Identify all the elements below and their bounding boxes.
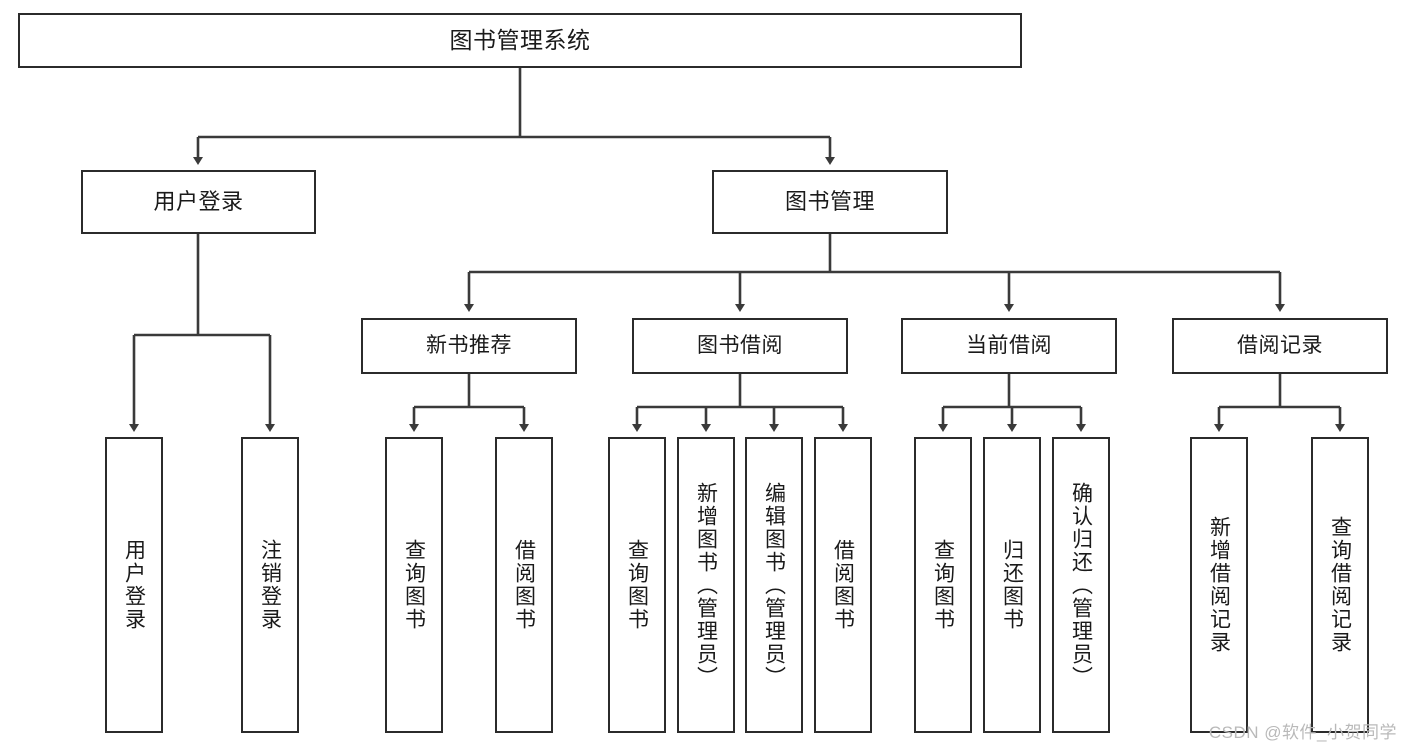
leaf-new-book-query-book[interactable]: 查询图书 — [385, 437, 443, 733]
node-label: 确认归还（管理员） — [1069, 481, 1093, 689]
node-label: 归还图书 — [1000, 539, 1024, 631]
node-label: 新增借阅记录 — [1207, 516, 1231, 654]
leaf-user-login-login[interactable]: 用户登录 — [105, 437, 163, 733]
leaf-book-borrow-edit-book-admin[interactable]: 编辑图书（管理员） — [745, 437, 803, 733]
node-label: 借阅记录 — [1237, 333, 1323, 357]
leaf-user-login-logout[interactable]: 注销登录 — [241, 437, 299, 733]
leaf-current-borrow-return-book[interactable]: 归还图书 — [983, 437, 1041, 733]
node-label: 图书借阅 — [697, 333, 783, 357]
leaf-borrow-record-add-record[interactable]: 新增借阅记录 — [1190, 437, 1248, 733]
node-label: 查询图书 — [931, 539, 955, 631]
node-book-management[interactable]: 图书管理 — [712, 170, 948, 234]
node-user-login[interactable]: 用户登录 — [81, 170, 316, 234]
node-label: 编辑图书（管理员） — [762, 481, 786, 689]
leaf-borrow-record-query-record[interactable]: 查询借阅记录 — [1311, 437, 1369, 733]
node-book-borrow[interactable]: 图书借阅 — [632, 318, 848, 374]
node-label: 注销登录 — [258, 539, 282, 631]
leaf-current-borrow-confirm-return-admin[interactable]: 确认归还（管理员） — [1052, 437, 1110, 733]
node-label: 用户登录 — [153, 189, 244, 215]
leaf-book-borrow-add-book-admin[interactable]: 新增图书（管理员） — [677, 437, 735, 733]
node-label: 查询借阅记录 — [1328, 516, 1352, 654]
node-label: 当前借阅 — [966, 333, 1052, 357]
node-label: 用户登录 — [122, 539, 146, 631]
node-current-borrow[interactable]: 当前借阅 — [901, 318, 1117, 374]
leaf-book-borrow-query-book[interactable]: 查询图书 — [608, 437, 666, 733]
node-label: 查询图书 — [402, 539, 426, 631]
node-label: 借阅图书 — [831, 539, 855, 631]
node-new-book-recommend[interactable]: 新书推荐 — [361, 318, 577, 374]
node-label: 图书管理 — [784, 189, 875, 215]
node-label: 新增图书（管理员） — [694, 481, 718, 689]
node-borrow-record[interactable]: 借阅记录 — [1172, 318, 1388, 374]
node-label: 借阅图书 — [512, 539, 536, 631]
leaf-new-book-borrow-book[interactable]: 借阅图书 — [495, 437, 553, 733]
node-label: 查询图书 — [625, 539, 649, 631]
leaf-book-borrow-borrow-book[interactable]: 借阅图书 — [814, 437, 872, 733]
node-root-book-management-system[interactable]: 图书管理系统 — [18, 13, 1022, 68]
leaf-current-borrow-query-book[interactable]: 查询图书 — [914, 437, 972, 733]
node-label: 图书管理系统 — [449, 26, 591, 53]
node-label: 新书推荐 — [426, 333, 512, 357]
